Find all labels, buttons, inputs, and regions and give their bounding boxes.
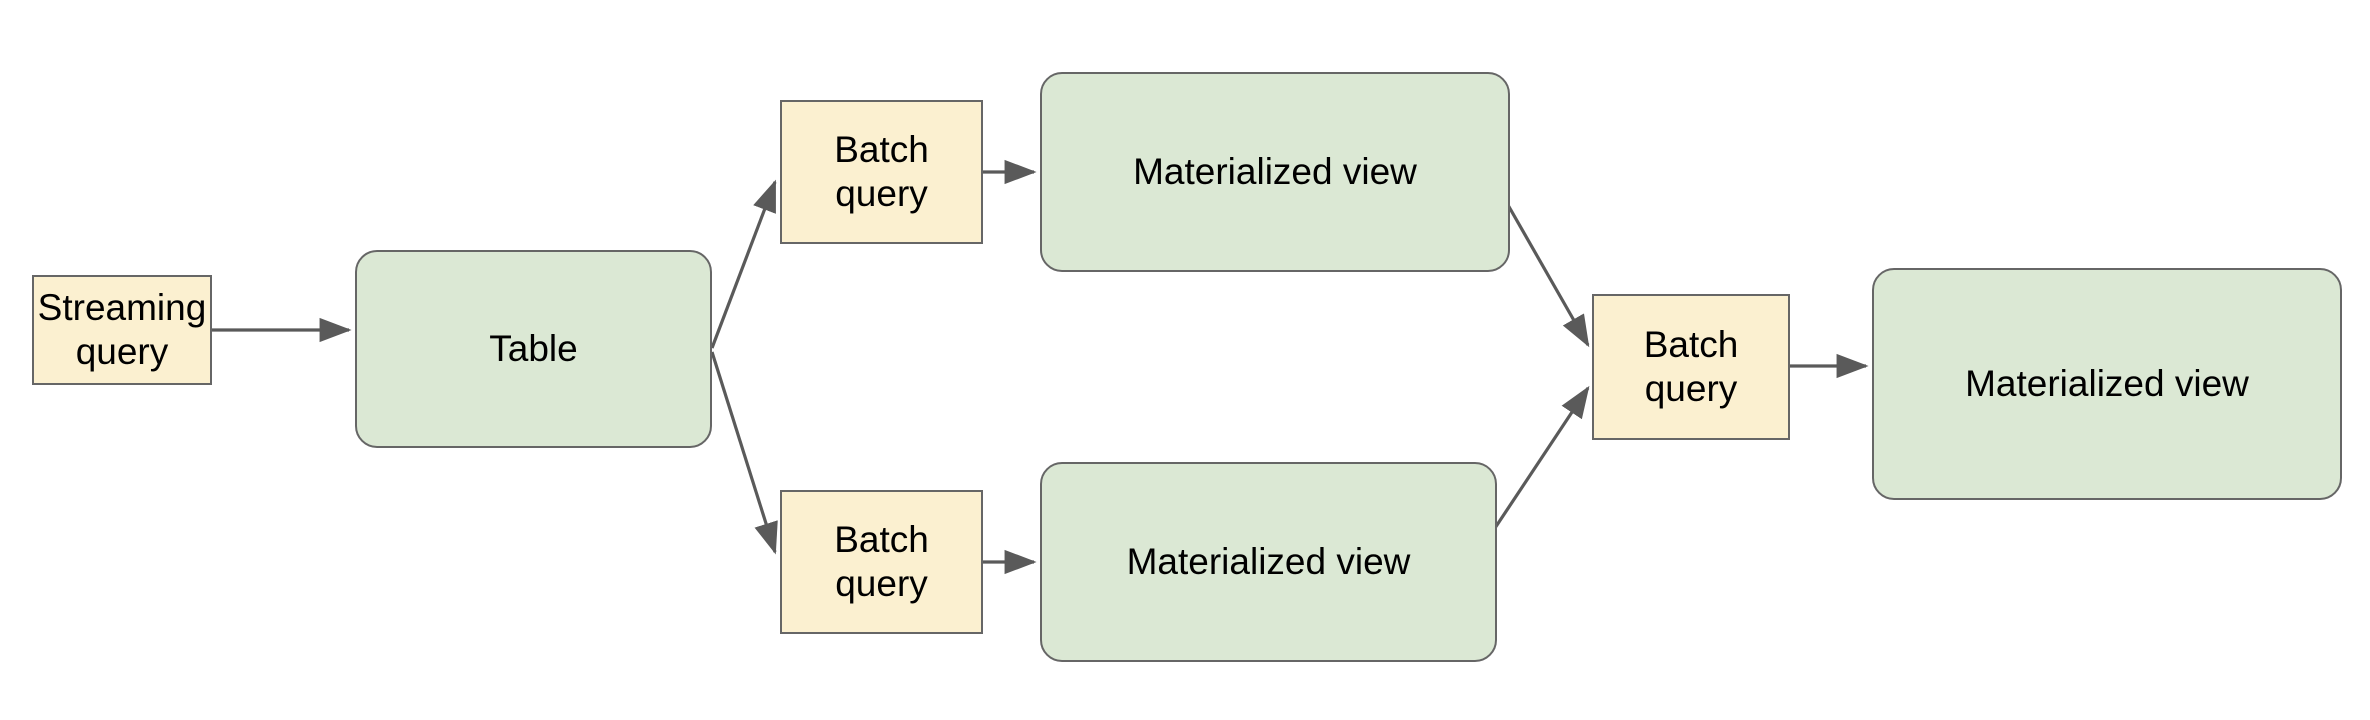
edge-table-to-batch-query-top — [710, 179, 777, 349]
edge-materialized-view-top-to-batch-query-join — [1506, 204, 1590, 348]
node-streaming-query[interactable]: Streaming query — [32, 275, 212, 385]
node-table[interactable]: Table — [355, 250, 712, 448]
edge-table-to-batch-query-bottom — [710, 351, 778, 555]
node-batch-query-join[interactable]: Batch query — [1592, 294, 1790, 440]
node-materialized-view-top[interactable]: Materialized view — [1040, 72, 1510, 272]
edge-materialized-view-bottom-to-batch-query-join — [1493, 385, 1590, 529]
node-materialized-view-bottom[interactable]: Materialized view — [1040, 462, 1497, 662]
node-batch-query-bottom[interactable]: Batch query — [780, 490, 983, 634]
node-batch-query-top[interactable]: Batch query — [780, 100, 983, 244]
node-materialized-view-final[interactable]: Materialized view — [1872, 268, 2342, 500]
